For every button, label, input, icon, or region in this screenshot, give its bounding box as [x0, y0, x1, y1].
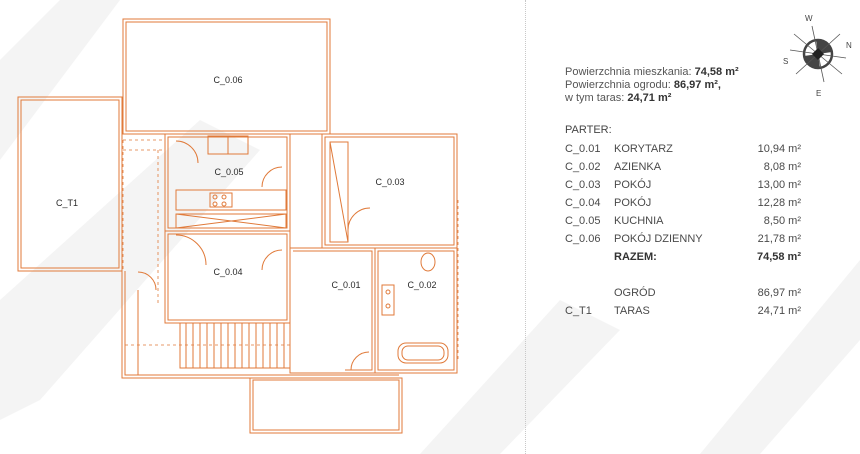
room-label-c006: C_0.06 [213, 75, 242, 85]
terrace-code: C_T1 [565, 305, 592, 317]
garden-area-line: Powierzchnia ogrodu: 86,97 m², [565, 79, 739, 92]
room-area: 12,28 m² [757, 197, 801, 209]
room-label-c003: C_0.03 [375, 177, 404, 187]
terrace-area-value: 24,71 m² [627, 92, 672, 104]
garden-area: 86,97 m² [757, 287, 801, 299]
compass-south: S [783, 57, 788, 66]
garden-area-value: 86,97 m², [673, 79, 721, 91]
terrace-area-label: w tym taras: [565, 92, 625, 104]
compass-icon: W N S E [783, 14, 852, 98]
room-code: C_0.04 [565, 197, 601, 209]
room-label-c002: C_0.02 [407, 280, 436, 290]
room-label-ct1: C_T1 [56, 198, 78, 208]
room-label-c001: C_0.01 [331, 280, 360, 290]
total-area: 74,58 m² [756, 251, 801, 263]
room-area: 21,78 m² [757, 233, 801, 245]
room-outline-c004 [164, 230, 291, 324]
garden-row: OGRÓD 86,97 m² [565, 287, 801, 305]
room-code: C_0.06 [565, 233, 601, 245]
total-row: RAZEM: 74,58 m² [565, 251, 801, 269]
room-name: POKÓJ DZIENNY [614, 233, 703, 245]
room-name: KORYTARZ [614, 143, 673, 155]
garden-label: OGRÓD [614, 287, 656, 299]
room-code: C_0.03 [565, 179, 601, 191]
terrace-row: C_T1 TARAS 24,71 m² [565, 305, 801, 323]
walls [17, 18, 458, 434]
room-label-c004: C_0.04 [213, 267, 242, 277]
room-label-c005: C_0.05 [214, 167, 243, 177]
table-row: C_0.03 POKÓJ 13,00 m² [565, 179, 801, 197]
table-row: C_0.01 KORYTARZ 10,94 m² [565, 143, 801, 161]
room-area: 8,08 m² [763, 161, 801, 173]
room-code: C_0.01 [565, 143, 601, 155]
room-outline-c003 [321, 133, 458, 249]
table-gap [565, 269, 801, 287]
garden-area-label: Powierzchnia ogrodu: [565, 79, 671, 91]
terrace-area: 24,71 m² [757, 305, 801, 317]
table-row: C_0.06 POKÓJ DZIENNY 21,78 m² [565, 233, 801, 251]
room-name: AZIENKA [614, 161, 662, 173]
area-summary: Powierzchnia mieszkania: 74,58 m² Powier… [565, 66, 739, 105]
living-area-label: Powierzchnia mieszkania: [565, 66, 692, 78]
room-area: 13,00 m² [757, 179, 801, 191]
room-outline-ct1 [17, 96, 123, 272]
vertical-divider [525, 0, 526, 454]
room-area: 8,50 m² [763, 215, 801, 227]
room-table: C_0.01 KORYTARZ 10,94 m² C_0.02 AZIENKA … [565, 143, 801, 323]
living-area-line: Powierzchnia mieszkania: 74,58 m² [565, 66, 739, 79]
room-name: KUCHNIA [614, 215, 664, 227]
room-area: 10,94 m² [757, 143, 801, 155]
total-label: RAZEM: [614, 251, 657, 263]
room-code: C_0.02 [565, 161, 601, 173]
table-row: C_0.02 AZIENKA 8,08 m² [565, 161, 801, 179]
section-title: PARTER: [565, 124, 612, 136]
room-name: POKÓJ [614, 179, 652, 191]
room-outline-c002 [374, 247, 458, 374]
dashed-lines [122, 139, 459, 360]
room-outline-c001 [289, 247, 376, 374]
table-row: C_0.04 POKÓJ 12,28 m² [565, 197, 801, 215]
compass-east: N [846, 41, 852, 50]
terrace-label: TARAS [614, 305, 650, 317]
living-area-value: 74,58 m² [694, 66, 739, 78]
table-row: C_0.05 KUCHNIA 8,50 m² [565, 215, 801, 233]
compass-north: W [805, 14, 813, 23]
room-name: POKÓJ [614, 197, 652, 209]
room-code: C_0.05 [565, 215, 601, 227]
terrace-area-line: w tym taras: 24,71 m² [565, 92, 739, 105]
compass-west: E [816, 89, 821, 98]
